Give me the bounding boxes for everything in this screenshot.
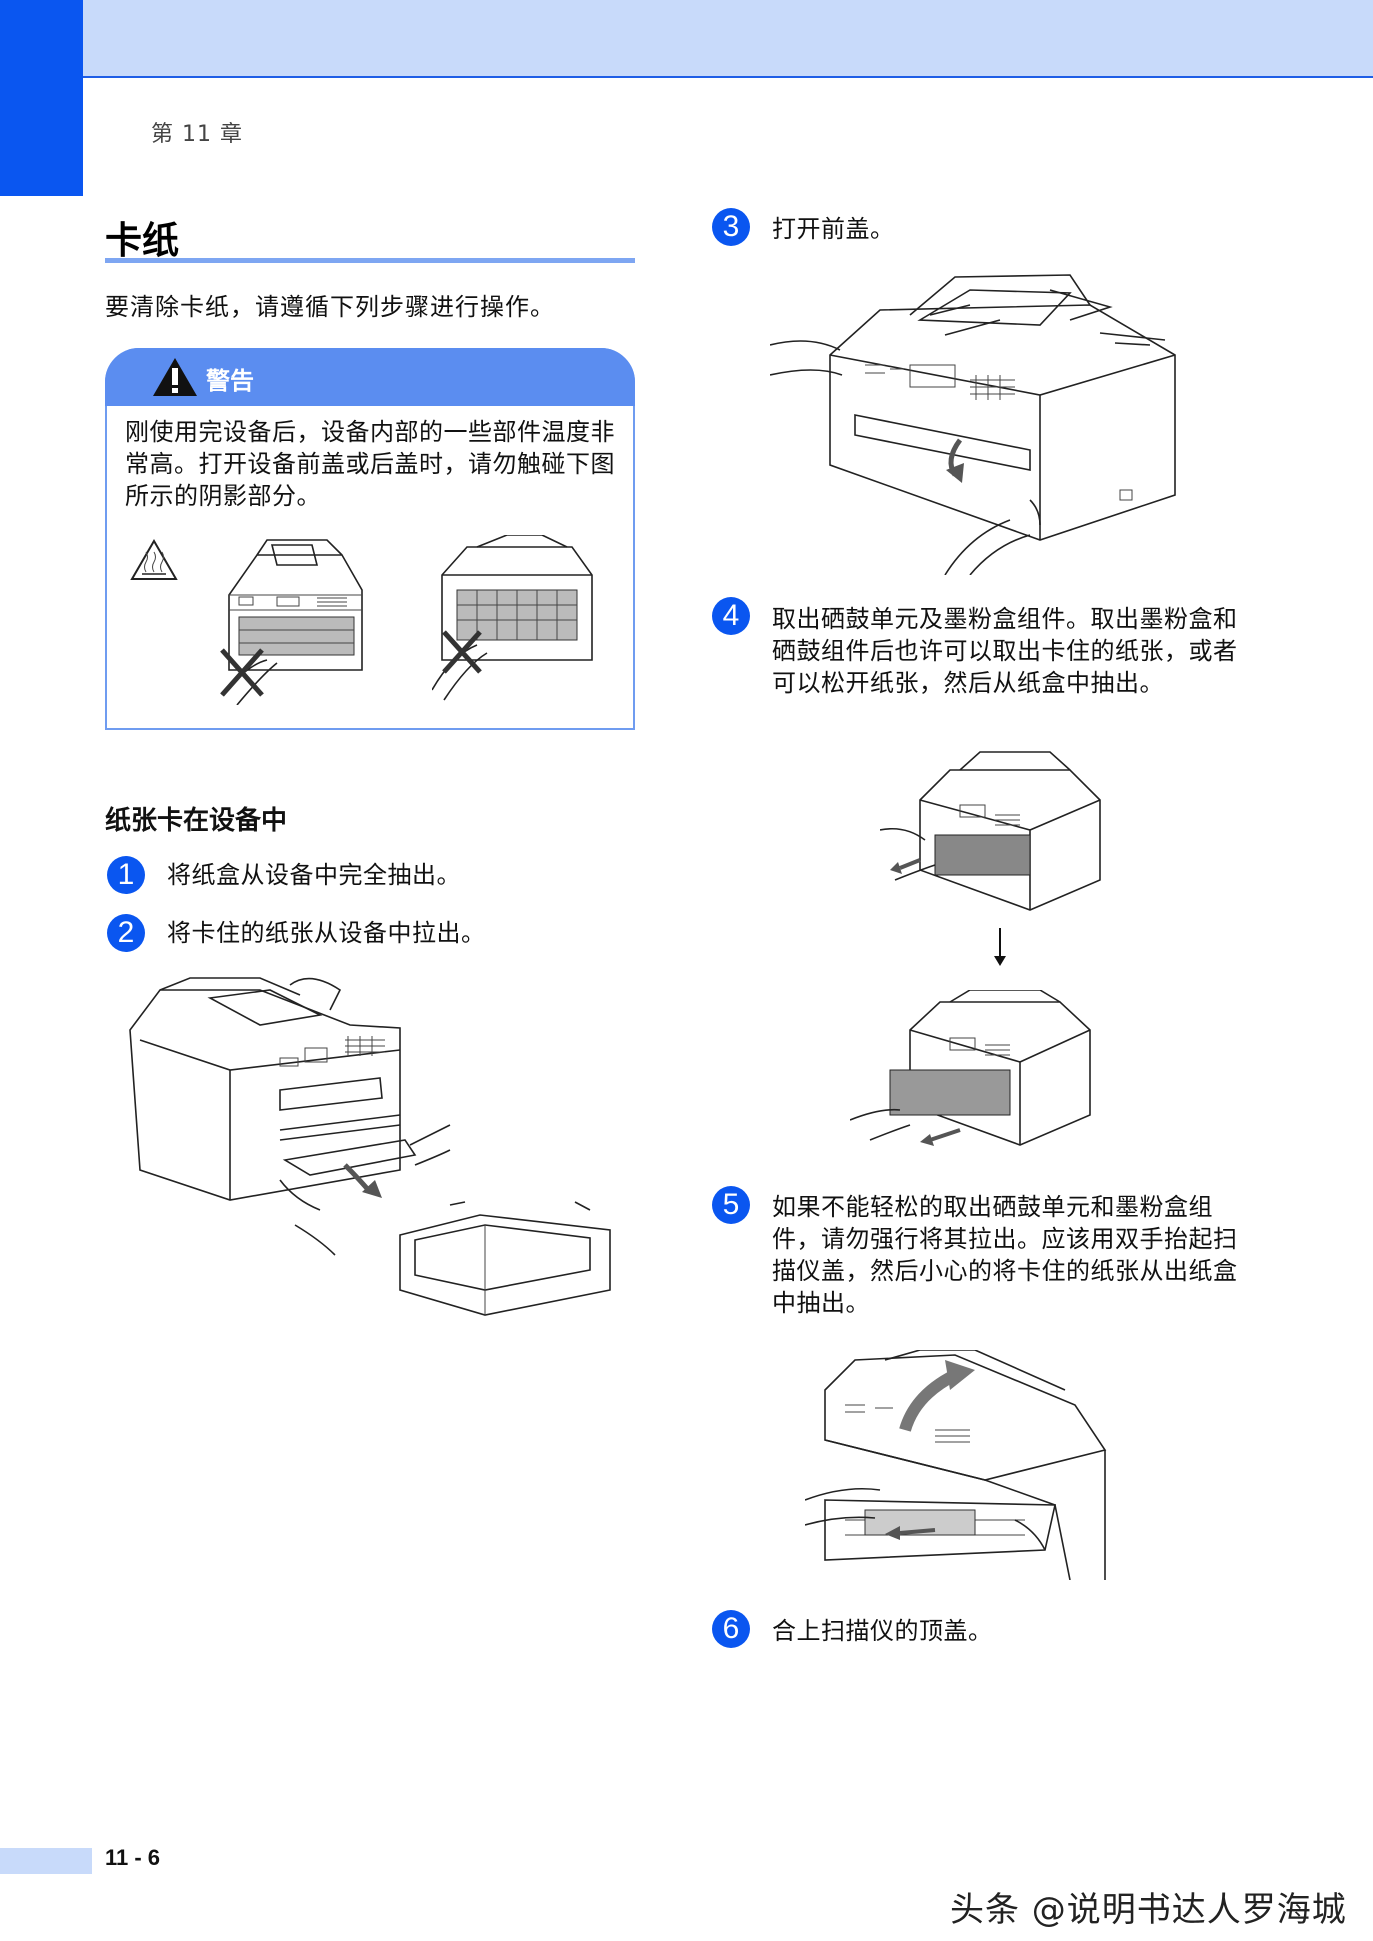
chapter-label: 第 11 章 (151, 122, 243, 147)
warning-title: 警告 (206, 367, 254, 395)
down-arrow-icon (994, 928, 1006, 966)
section-intro: 要清除卡纸，请遵循下列步骤进行操作。 (105, 293, 555, 321)
hot-surface-icon (130, 539, 178, 580)
step-3-text: 打开前盖。 (772, 215, 895, 243)
watermark-text: 头条 @说明书达人罗海城 (950, 1890, 1347, 1930)
step-4-text: 取出硒鼓单元及墨粉盒组件。取出墨粉盒和硒鼓组件后也许可以取出卡住的纸张，或者可以… (772, 605, 1238, 697)
step-1-badge: 1 (107, 856, 145, 894)
open-front-cover-illustration (770, 274, 1176, 575)
page-number: 11 - 6 (105, 1845, 161, 1870)
front-hot-area-illustration (220, 539, 363, 705)
header-band (0, 0, 1373, 78)
step-2-badge: 2 (107, 914, 145, 952)
step-5-badge: 5 (712, 1186, 750, 1224)
rear-hot-area-illustration (432, 535, 593, 701)
pull-jammed-paper-illustration (129, 977, 611, 1316)
warning-text: 刚使用完设备后，设备内部的一些部件温度非常高。打开设备前盖或后盖时，请勿触碰下图… (125, 418, 615, 510)
step-1-text: 将纸盒从设备中完全抽出。 (167, 861, 461, 889)
lift-scanner-cover-illustration (805, 1350, 1107, 1580)
step-6-badge: 6 (712, 1610, 750, 1648)
drum-unit-removed-illustration (850, 990, 1091, 1146)
step-6-text: 合上扫描仪的顶盖。 (772, 1617, 993, 1645)
step-2-text: 将卡住的纸张从设备中拉出。 (167, 919, 486, 947)
step-3-badge: 3 (712, 208, 750, 246)
step-5-text: 如果不能轻松的取出硒鼓单元和墨粉盒组件，请勿强行将其拉出。应该用双手抬起扫描仪盖… (772, 1193, 1238, 1317)
section-title: 卡纸 (105, 219, 179, 262)
section-rule (105, 258, 635, 263)
warning-box: 警告 刚使用完设备后，设备内部的一些部件温度非常高。打开设备前盖或后盖时，请勿触… (105, 348, 635, 730)
warning-triangle-icon (153, 358, 197, 396)
step-4-badge: 4 (712, 597, 750, 635)
remove-drum-unit-illustration (880, 751, 1101, 911)
page-number-tab (0, 1848, 92, 1874)
subsection-title: 纸张卡在设备中 (105, 806, 288, 836)
chapter-tab-block (0, 0, 83, 196)
warning-header: 警告 (105, 348, 635, 406)
